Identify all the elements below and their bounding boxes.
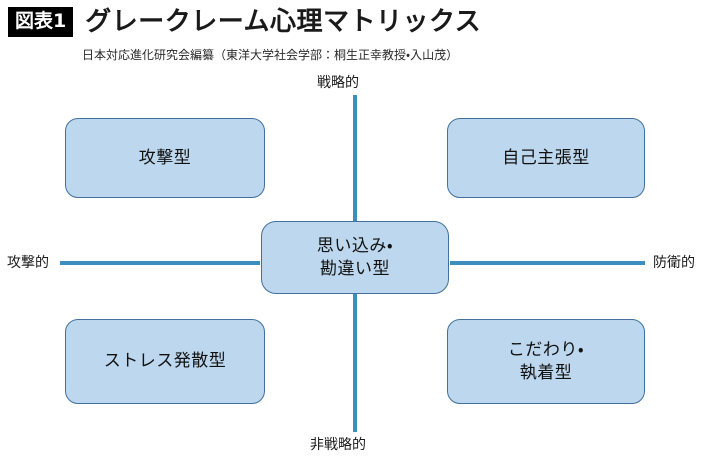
quadrant-box-top-left: 攻撃型	[65, 118, 265, 198]
matrix-canvas: 戦略的 非戦略的 攻撃的 防衛的 攻撃型 自己主張型 ストレス発散型 こだわり・…	[0, 76, 710, 463]
center-label: 思い込み・ 勘違い型	[316, 236, 394, 279]
axis-line-vertical-upper	[353, 95, 357, 237]
axis-line-horizontal-left	[60, 261, 260, 265]
axis-label-aggressive: 攻撃的	[7, 255, 49, 271]
axis-label-defensive: 防衛的	[653, 255, 695, 271]
quadrant-label-bottom-left: ストレス発散型	[103, 351, 227, 372]
quadrant-box-bottom-left: ストレス発散型	[65, 319, 265, 404]
figure-number-badge: 図表1	[8, 7, 74, 37]
quadrant-box-bottom-right: こだわり・ 執着型	[447, 319, 645, 404]
figure-header: 図表1 グレークレーム心理マトリックス 日本対応進化研究会編纂（東洋大学社会学部…	[0, 0, 710, 76]
axis-label-strategic: 戦略的	[317, 75, 359, 91]
figure-subtitle: 日本対応進化研究会編纂（東洋大学社会学部：桐生正幸教授・入山茂）	[82, 48, 459, 62]
figure-title: グレークレーム心理マトリックス	[85, 7, 482, 37]
axis-label-non-strategic: 非戦略的	[310, 437, 366, 453]
axis-line-vertical-lower	[353, 289, 357, 432]
quadrant-label-top-right: 自己主張型	[502, 147, 590, 168]
quadrant-label-top-left: 攻撃型	[138, 147, 192, 168]
center-box: 思い込み・ 勘違い型	[261, 221, 449, 294]
quadrant-box-top-right: 自己主張型	[447, 118, 645, 198]
title-row: 図表1 グレークレーム心理マトリックス	[8, 7, 481, 37]
quadrant-label-bottom-right: こだわり・ 執着型	[507, 340, 585, 383]
axis-line-horizontal-right	[450, 261, 645, 265]
